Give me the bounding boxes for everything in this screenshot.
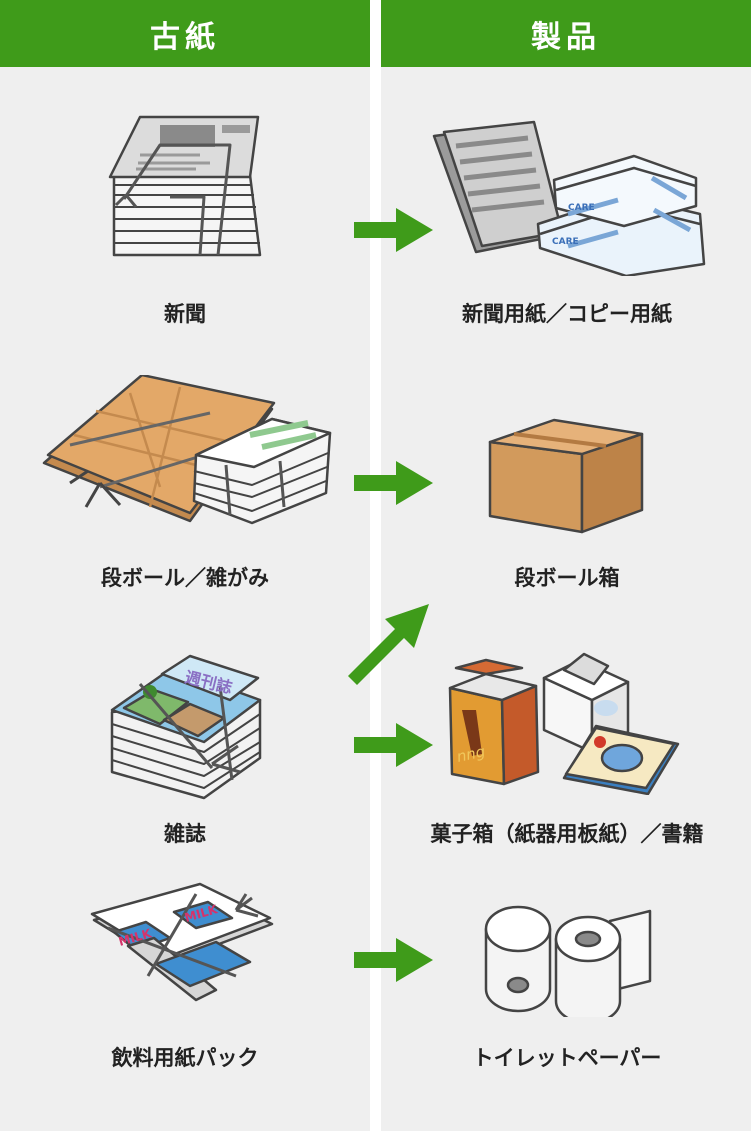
candy-box-label: nng — [455, 742, 487, 766]
newsprint-copy-paper-illustration: CARE CARE — [432, 120, 706, 276]
arrow-up-right — [348, 604, 429, 685]
arrow-right-2 — [354, 461, 433, 505]
cardboard-mixed-paper-bundle-illustration — [42, 375, 332, 525]
arrow-right-4 — [354, 938, 433, 982]
product-label-candy-box-books: 菓子箱（紙器用板紙）／書籍 — [430, 822, 704, 846]
product-label-toilet-paper: トイレットペーパー — [472, 1046, 662, 1070]
beverage-carton-bundle-illustration: MILK MILK — [90, 882, 274, 1002]
arrow-right-1 — [354, 208, 433, 252]
magazine-bundle-illustration: 週刊誌 — [110, 654, 262, 800]
header-products: 製品 — [381, 0, 751, 67]
product-label-cardboard-box: 段ボール箱 — [514, 566, 620, 590]
header-used-paper: 古紙 — [0, 0, 370, 67]
newspaper-bundle-illustration — [108, 115, 262, 257]
copy-paper-brand-label: CARE — [568, 203, 595, 213]
source-label-cardboard-mixed-paper: 段ボール／雑がみ — [101, 566, 269, 590]
source-label-newspaper: 新聞 — [164, 302, 206, 326]
copy-paper-brand-label-2: CARE — [552, 237, 579, 247]
candy-box-books-illustration: nng — [448, 652, 680, 795]
source-label-beverage-cartons: 飲料用紙パック — [111, 1046, 259, 1070]
arrow-right-3 — [354, 723, 433, 767]
source-label-magazines: 雑誌 — [164, 822, 206, 846]
toilet-paper-illustration — [484, 905, 652, 1017]
product-label-newsprint-copy-paper: 新聞用紙／コピー用紙 — [462, 302, 672, 326]
cardboard-box-illustration — [488, 418, 644, 534]
